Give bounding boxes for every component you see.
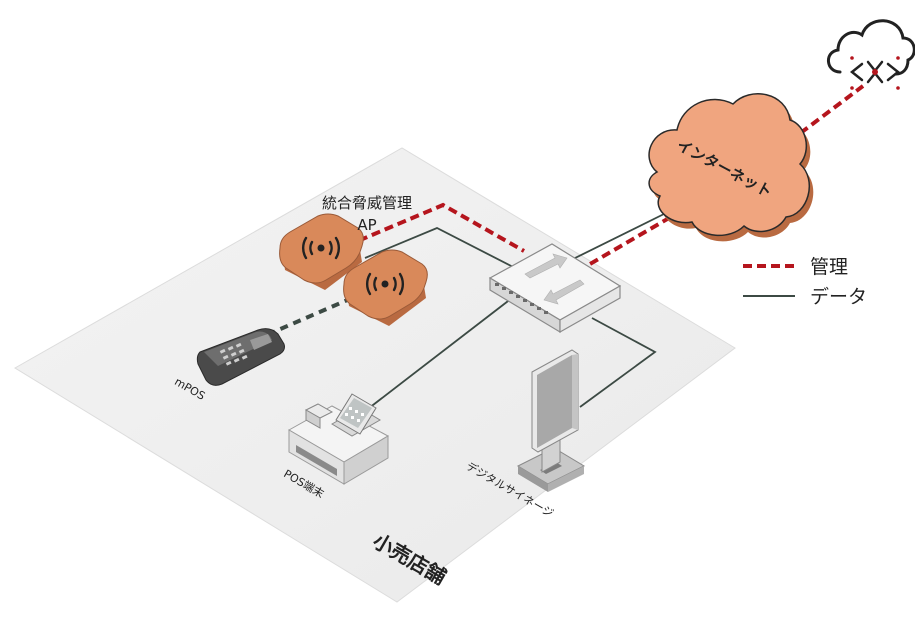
data-links xyxy=(359,211,669,416)
data-link-switch-signage xyxy=(579,317,657,408)
ap-label: 統合脅威管理 xyxy=(322,194,412,212)
ap-sub-label: AP xyxy=(357,216,376,234)
data-link-switch-internet xyxy=(564,211,669,264)
legend-data-label: データ xyxy=(810,286,867,308)
digital-signage-icon xyxy=(516,349,586,492)
internet-cloud-icon xyxy=(648,93,814,242)
wireless-link-mpos xyxy=(261,296,353,339)
pos-register-icon xyxy=(287,393,390,485)
cloud-management-icon xyxy=(827,19,915,90)
mgmt-link-ap-switch xyxy=(345,202,525,253)
legend: 管理 データ xyxy=(743,256,867,308)
legend-management-label: 管理 xyxy=(810,256,848,278)
wireless-access-point-icon xyxy=(279,213,364,290)
data-link-switch-pos xyxy=(359,297,513,416)
network-switch-icon xyxy=(488,243,622,334)
wireless-access-point-icon xyxy=(343,249,428,326)
mpos-terminal-icon xyxy=(196,328,285,386)
data-link-ap-switch xyxy=(364,227,520,271)
